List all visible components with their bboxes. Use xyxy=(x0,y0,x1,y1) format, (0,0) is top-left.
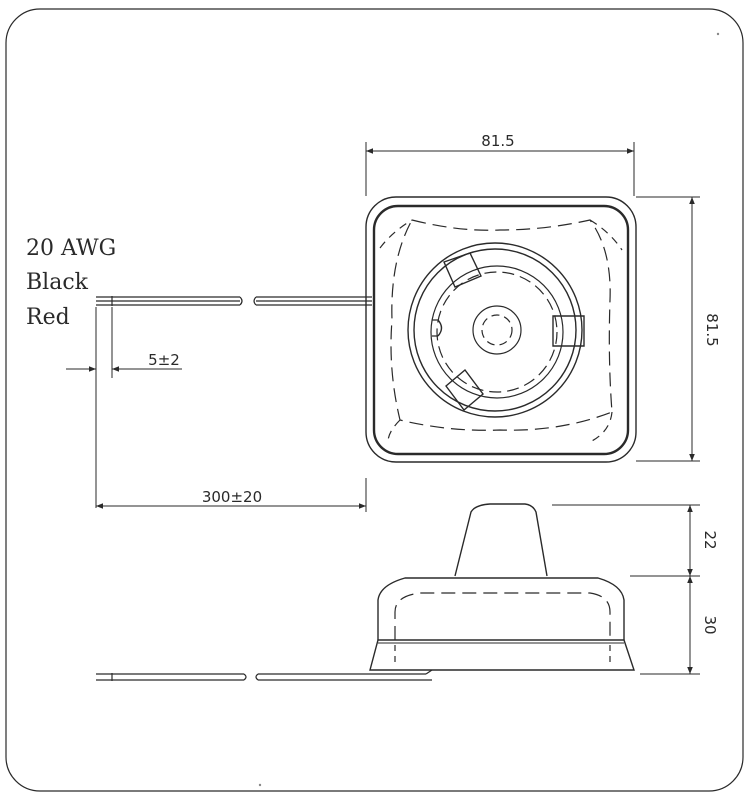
dim-strip-length: 5±2 xyxy=(148,351,180,369)
dim-side-height: 81.5 xyxy=(703,313,721,346)
speck xyxy=(716,32,720,36)
wire-color-black-label: Black xyxy=(26,270,88,295)
dimension-lines xyxy=(66,142,700,675)
wire-color-red-label: Red xyxy=(26,305,70,330)
speck xyxy=(258,783,262,787)
side-view xyxy=(96,503,635,681)
dimension-texts: 81.5 81.5 5±2 300±20 22 30 xyxy=(148,132,721,635)
top-view xyxy=(365,196,637,463)
dim-lead-length: 300±20 xyxy=(202,488,262,506)
dim-cone-height: 22 xyxy=(701,530,719,549)
wire-gauge-label: 20 AWG xyxy=(26,236,117,261)
dim-top-width: 81.5 xyxy=(481,132,514,150)
top-view-wire xyxy=(96,296,372,306)
dim-body-height: 30 xyxy=(701,615,719,634)
sheet-border xyxy=(5,8,744,792)
